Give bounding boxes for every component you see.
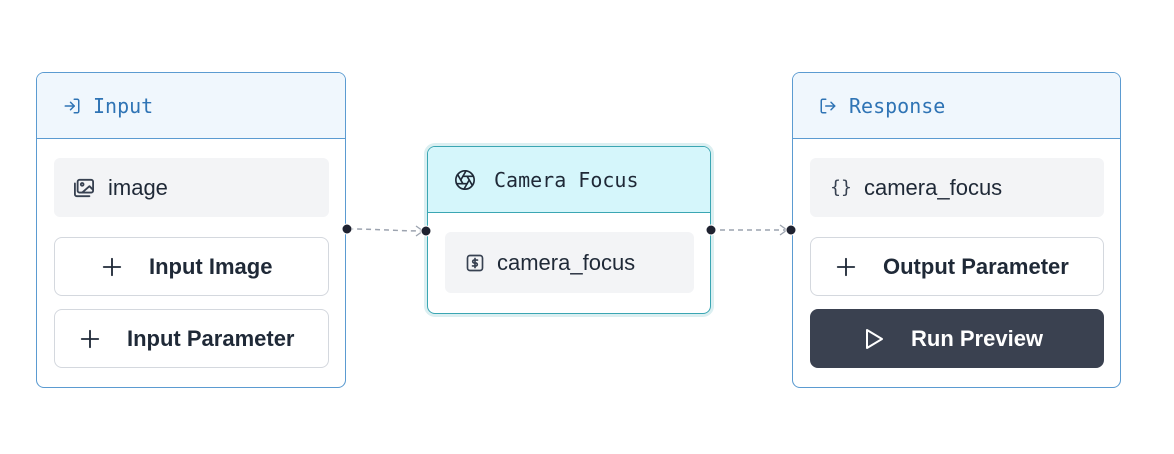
run-preview-button[interactable]: Run Preview (810, 309, 1104, 368)
camera-focus-node-title: Camera Focus (494, 167, 639, 192)
sign-out-icon (819, 97, 837, 115)
camera-focus-node-header[interactable]: Camera Focus (428, 147, 710, 213)
plus-icon (835, 256, 857, 278)
add-output-parameter-label: Output Parameter (883, 253, 1069, 279)
sign-in-icon (63, 97, 81, 115)
response-node[interactable]: Response {} camera_focus Output Paramete… (792, 72, 1121, 388)
run-preview-label: Run Preview (911, 325, 1044, 351)
plus-icon (79, 328, 101, 350)
add-input-parameter-button[interactable]: Input Parameter (54, 309, 329, 368)
input-field-image[interactable]: image (54, 158, 329, 217)
input-field-image-label: image (108, 174, 168, 200)
input-node-header[interactable]: Input (37, 73, 345, 139)
add-input-image-button[interactable]: Input Image (54, 237, 329, 296)
response-node-title: Response (849, 93, 946, 118)
response-field-camera-focus[interactable]: {} camera_focus (810, 158, 1104, 217)
response-field-label: camera_focus (864, 174, 1003, 200)
play-icon (863, 328, 885, 350)
response-input-handle[interactable] (785, 224, 797, 236)
braces-icon: {} (830, 177, 852, 198)
plus-icon (101, 256, 123, 278)
response-node-header[interactable]: Response (793, 73, 1120, 139)
add-input-image-label: Input Image (149, 253, 273, 279)
camera-focus-node[interactable]: Camera Focus camera_focus (427, 146, 711, 314)
camera-focus-output-handle[interactable] (705, 224, 717, 236)
edge-input-to-camera (347, 228, 427, 232)
image-icon (72, 176, 96, 200)
aperture-icon (454, 169, 476, 191)
camera-focus-output-label: camera_focus (497, 249, 636, 275)
add-output-parameter-button[interactable]: Output Parameter (810, 237, 1104, 296)
input-node-title: Input (93, 93, 154, 118)
add-input-parameter-label: Input Parameter (127, 325, 295, 351)
camera-focus-input-handle[interactable] (420, 225, 432, 237)
camera-focus-output-field[interactable]: camera_focus (445, 232, 694, 293)
input-node[interactable]: Input image Input Image Input Parameter (36, 72, 346, 388)
input-output-handle[interactable] (341, 223, 353, 235)
dollar-box-icon (463, 251, 487, 275)
